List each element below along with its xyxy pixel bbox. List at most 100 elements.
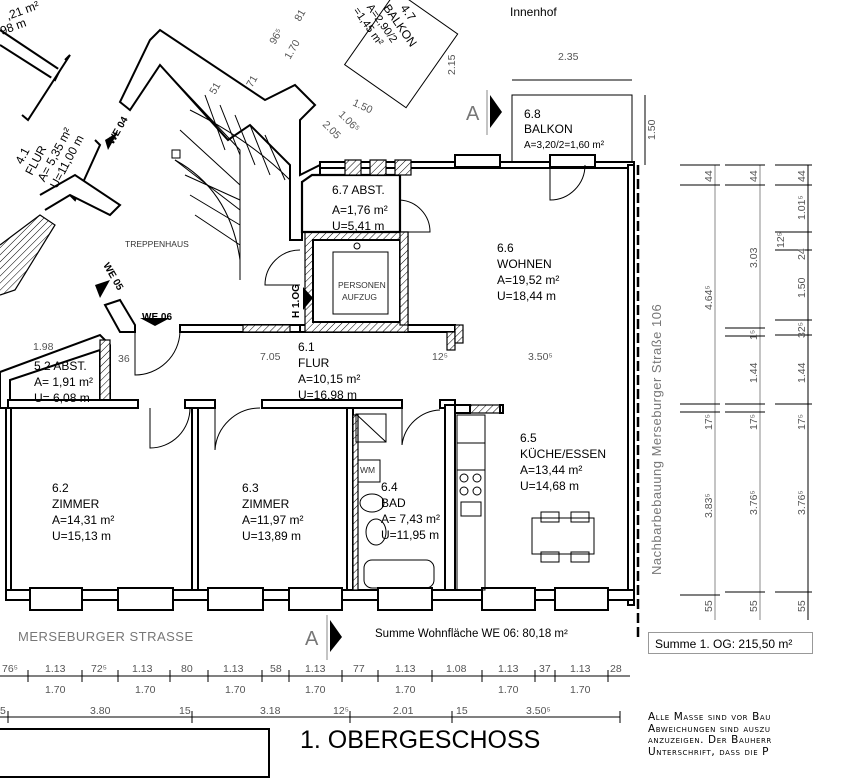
note-line: anzuzeigen. Der Bauherr — [648, 734, 772, 746]
svg-text:1.13: 1.13 — [223, 663, 244, 675]
note-line: Alle Masse sind vor Bau — [648, 711, 772, 723]
svg-text:U= 6,08 m: U= 6,08 m — [34, 391, 90, 405]
svg-text:1.44: 1.44 — [748, 362, 760, 383]
room-6-4: 6.4 BAD A= 7,43 m² U=11,95 m — [381, 480, 440, 542]
svg-text:51: 51 — [207, 80, 223, 96]
bath-fixtures: WM — [355, 413, 435, 589]
room-6-7-walls — [300, 173, 402, 234]
svg-text:12⁵: 12⁵ — [333, 705, 349, 717]
svg-text:1.44: 1.44 — [796, 362, 808, 383]
svg-text:6.4: 6.4 — [381, 480, 398, 494]
svg-text:12⁵: 12⁵ — [775, 232, 787, 248]
svg-text:1.70: 1.70 — [225, 684, 246, 696]
section-label-top: A — [466, 103, 480, 125]
svg-text:3.50⁵: 3.50⁵ — [528, 351, 553, 363]
svg-text:1.13: 1.13 — [45, 663, 66, 675]
svg-text:2.01: 2.01 — [393, 705, 414, 717]
svg-text:A=19,52 m²: A=19,52 m² — [497, 273, 559, 287]
svg-text:A=14,31 m²: A=14,31 m² — [52, 513, 114, 527]
svg-text:36: 36 — [118, 353, 130, 365]
svg-text:U=13,89 m: U=13,89 m — [242, 529, 301, 543]
svg-text:U=14,68 m: U=14,68 m — [520, 479, 579, 493]
room-6-1: 6.1 FLUR A=10,15 m² U=16,98 m — [298, 340, 360, 402]
we04-marker-icon — [105, 132, 118, 150]
dimension-chain-bottom: 76⁵ 1.13 72⁵ 1.13 80 1.13 58 1.13 77 1.1… — [0, 663, 630, 723]
svg-text:44: 44 — [796, 170, 808, 182]
svg-text:55: 55 — [796, 600, 808, 612]
section-arrow-bottom — [330, 620, 342, 652]
kitchen-fixtures — [456, 414, 595, 591]
svg-text:44: 44 — [703, 170, 715, 182]
svg-text:BALKON: BALKON — [524, 122, 573, 136]
svg-text:55: 55 — [703, 600, 715, 612]
label-aufzug-1: PERSONEN — [338, 280, 386, 290]
door-swings — [134, 164, 586, 451]
svg-text:1.13: 1.13 — [570, 663, 591, 675]
svg-text:6.7 ABST.: 6.7 ABST. — [332, 183, 385, 197]
fragment-perimeter: 98 m — [0, 16, 28, 38]
svg-text:1.70: 1.70 — [395, 684, 416, 696]
svg-text:81: 81 — [292, 7, 308, 23]
note-line: Abweichungen sind auszu — [648, 722, 771, 735]
svg-text:3.76⁵: 3.76⁵ — [748, 490, 760, 515]
svg-text:1.70: 1.70 — [305, 684, 326, 696]
svg-text:6.8: 6.8 — [524, 107, 541, 121]
room-6-5: 6.5 KÜCHE/ESSEN A=13,44 m² U=14,68 m — [520, 431, 606, 493]
svg-text:A= 7,43 m²: A= 7,43 m² — [381, 512, 440, 526]
svg-text:6.3: 6.3 — [242, 481, 259, 495]
note-line: Unterschrift, dass die P — [648, 745, 770, 758]
svg-text:37: 37 — [539, 663, 551, 675]
summe-og-text: Summe 1. OG: 215,50 m² — [655, 637, 793, 651]
svg-text:17⁵: 17⁵ — [796, 414, 808, 430]
label-street: MERSEBURGER STRASSE — [18, 629, 194, 644]
svg-text:1.70: 1.70 — [282, 38, 303, 62]
room-6-2: 6.2 ZIMMER A=14,31 m² U=15,13 m — [52, 481, 114, 543]
svg-text:1.70: 1.70 — [570, 684, 591, 696]
svg-text:2.15: 2.15 — [446, 54, 458, 75]
svg-text:1.50: 1.50 — [646, 119, 658, 140]
svg-text:7.05: 7.05 — [260, 351, 281, 363]
svg-text:55: 55 — [748, 600, 760, 612]
section-arrow-top — [490, 95, 502, 128]
svg-text:76⁵: 76⁵ — [2, 663, 18, 675]
svg-text:58: 58 — [270, 663, 282, 675]
room-4-7: 4.7 BALKON A=2,90/2 =1,45 m² — [350, 2, 419, 50]
svg-text:77: 77 — [353, 663, 365, 675]
svg-text:U=11,95 m: U=11,95 m — [381, 528, 439, 542]
svg-text:3.18: 3.18 — [260, 705, 281, 717]
svg-text:80: 80 — [181, 663, 193, 675]
svg-text:1.01⁵: 1.01⁵ — [796, 195, 808, 220]
room-5-2: 5.2 ABST. A= 1,91 m² U= 6,08 m — [34, 359, 93, 405]
svg-text:1⁵: 1⁵ — [748, 330, 760, 340]
svg-text:1.70: 1.70 — [498, 684, 519, 696]
svg-text:1.13: 1.13 — [498, 663, 519, 675]
windows-bottom — [29, 587, 609, 611]
svg-text:A=1,76 m²: A=1,76 m² — [332, 203, 388, 217]
svg-text:15: 15 — [179, 705, 191, 717]
svg-text:6.6: 6.6 — [497, 241, 514, 255]
svg-text:71: 71 — [244, 73, 260, 89]
label-treppenhaus: TREPPENHAUS — [125, 239, 189, 249]
h1og-marker-icon — [303, 287, 313, 310]
balcony-4-7 — [343, 0, 459, 109]
tag-we04: WE 04 — [106, 115, 131, 147]
tag-h1og: H 1.OG — [291, 284, 302, 318]
svg-text:ZIMMER: ZIMMER — [242, 497, 290, 511]
svg-text:17⁵: 17⁵ — [703, 414, 715, 430]
svg-text:1.13: 1.13 — [132, 663, 153, 675]
room-6-6: 6.6 WOHNEN A=19,52 m² U=18,44 m — [497, 241, 559, 303]
svg-text:A=11,97 m²: A=11,97 m² — [242, 513, 303, 527]
svg-text:ZIMMER: ZIMMER — [52, 497, 100, 511]
svg-text:U=15,13 m: U=15,13 m — [52, 529, 111, 543]
summe-og-box: Summe 1. OG: 215,50 m² — [648, 632, 813, 654]
svg-text:1.70: 1.70 — [135, 684, 156, 696]
svg-text:6.2: 6.2 — [52, 481, 69, 495]
svg-text:96⁵: 96⁵ — [267, 27, 285, 47]
dimension-chain-right: 44 4.64⁵ 17⁵ 3.83⁵ 55 44 3.03 1⁵ 1.44 17… — [680, 164, 812, 620]
svg-text:5.2 ABST.: 5.2 ABST. — [34, 359, 87, 373]
svg-text:24: 24 — [796, 248, 808, 260]
svg-text:U=5,41 m: U=5,41 m — [332, 219, 384, 233]
svg-text:12⁵: 12⁵ — [432, 351, 448, 363]
svg-text:1.50: 1.50 — [796, 277, 808, 298]
